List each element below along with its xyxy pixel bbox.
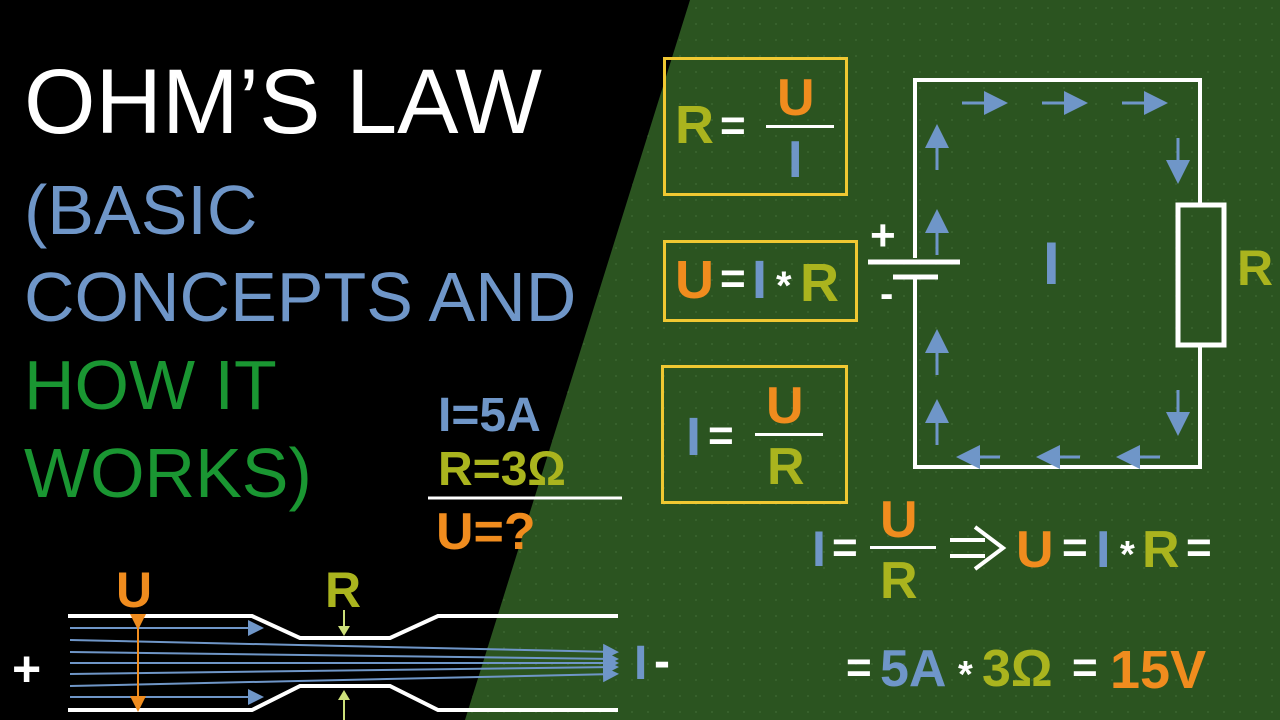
circuit-current-label: I [1043,230,1060,297]
title-line-3: CONCEPTS AND [24,258,577,336]
current-flow-arrows [925,91,1190,469]
calc-eq-2: = [1072,643,1098,692]
deriv-eq-1: = [832,523,858,572]
formula2-u: U [675,250,714,310]
formula3-u: U [766,377,804,435]
deriv-fraction-bar [870,546,936,549]
title-line-4: HOW IT [24,346,277,424]
deriv-r-denominator: R [880,552,918,610]
formula2-r: R [800,253,839,313]
formula3-fraction-bar [755,433,823,436]
formula-box-current [661,365,848,504]
deriv-u-numerator: U [880,491,918,549]
deriv-eq-3: = [1186,523,1212,572]
pipe-resistance-label: R [325,562,362,618]
formula1-i: I [788,131,803,189]
title-line-1: OHM’S LAW [24,51,542,153]
calc-eq-1: = [846,643,872,692]
formula1-r: R [675,95,714,155]
calc-current-value: 5A [880,640,947,698]
formula2-i: I [752,250,768,310]
pipe-analogy [68,610,619,720]
deriv-u: U [1016,521,1054,579]
battery-minus-label: - [880,272,894,316]
battery-plus-label: + [870,211,896,260]
pipe-current-label: I [634,637,648,690]
formula1-fraction-bar [766,125,834,128]
implies-arrow [950,525,1007,571]
formula3-i: I [686,407,702,467]
formula-box-resistance [663,57,848,196]
calc-star: * [958,654,973,696]
deriv-r: R [1142,521,1180,579]
deriv-i: I [812,521,826,577]
deriv-i-2: I [1096,521,1111,579]
formula3-r: R [767,438,805,496]
given-resistance: R=3Ω [438,443,566,496]
resistor-symbol [1175,202,1227,348]
unknown-voltage: U=? [436,503,536,561]
formula3-eq: = [708,411,734,460]
calc-resistance-value: 3Ω [982,640,1053,698]
deriv-eq-2: = [1062,523,1088,572]
formula1-eq: = [720,101,746,150]
resistor-label: R [1237,240,1274,296]
pipe-minus-label: - [654,635,670,688]
formula1-u: U [777,69,815,127]
formula2-star: * [776,264,792,308]
pipe-plus-label: + [12,641,42,697]
formula-box-voltage [663,240,858,322]
calc-result: 15V [1110,640,1207,700]
formula2-eq: = [720,254,746,303]
deriv-star: * [1120,534,1135,576]
pipe-voltage-label: U [116,562,153,618]
title-line-5: WORKS) [24,434,312,512]
given-current: I=5A [438,389,541,442]
title-line-2: (BASIC [24,171,258,249]
